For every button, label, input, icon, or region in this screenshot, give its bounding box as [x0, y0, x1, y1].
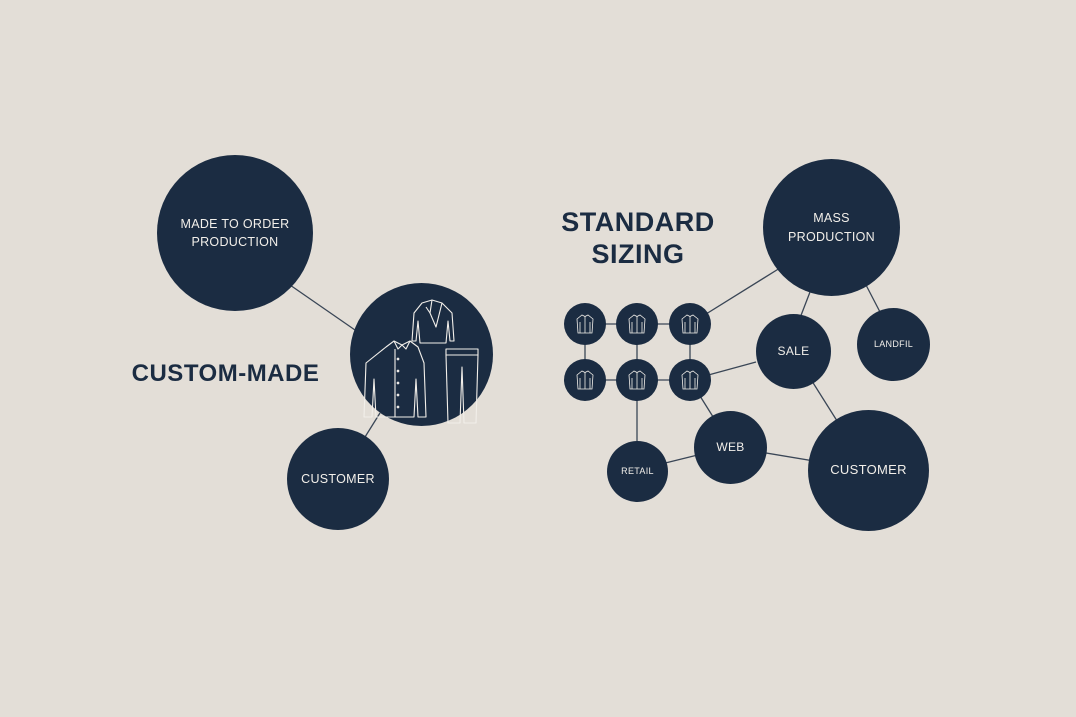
shirt-node	[616, 359, 658, 401]
sale-node: SALE	[756, 314, 831, 389]
shirt-icon	[628, 370, 646, 390]
shirt-node	[564, 359, 606, 401]
shirt-icon	[576, 370, 594, 390]
sale-label: SALE	[777, 343, 810, 358]
shirt-icon	[681, 314, 699, 334]
standard-customer-label: CUSTOMER	[830, 462, 907, 478]
made-to-order-production-label: MADE TO ORDER PRODUCTION	[180, 216, 290, 249]
landfil-node: LANDFIL	[857, 308, 930, 381]
shirt-node	[669, 359, 711, 401]
shirt-icon	[628, 314, 646, 334]
shirt-node	[669, 303, 711, 345]
standard-customer-node: CUSTOMER	[808, 410, 929, 531]
retail-label: RETAIL	[621, 465, 654, 476]
shirt-node	[564, 303, 606, 345]
garments-node	[350, 283, 493, 426]
landfil-label: LANDFIL	[873, 338, 914, 349]
shirt-icon	[576, 314, 594, 334]
web-label: WEB	[716, 439, 745, 454]
shirt-jacket-trousers-icon	[363, 299, 479, 424]
mass-production-node: MASS PRODUCTION	[763, 159, 900, 296]
standard-sizing-heading: STANDARD SIZING	[561, 207, 715, 270]
custom-made-heading: CUSTOM-MADE	[131, 360, 320, 387]
custom-customer-node: CUSTOMER	[287, 428, 389, 530]
retail-node: RETAIL	[607, 441, 668, 502]
shirt-node	[616, 303, 658, 345]
web-node: WEB	[694, 411, 767, 484]
custom-customer-label: CUSTOMER	[301, 471, 375, 486]
mass-production-label: MASS PRODUCTION	[787, 211, 876, 244]
shirt-icon	[681, 370, 699, 390]
made-to-order-production-node: MADE TO ORDER PRODUCTION	[157, 155, 313, 311]
